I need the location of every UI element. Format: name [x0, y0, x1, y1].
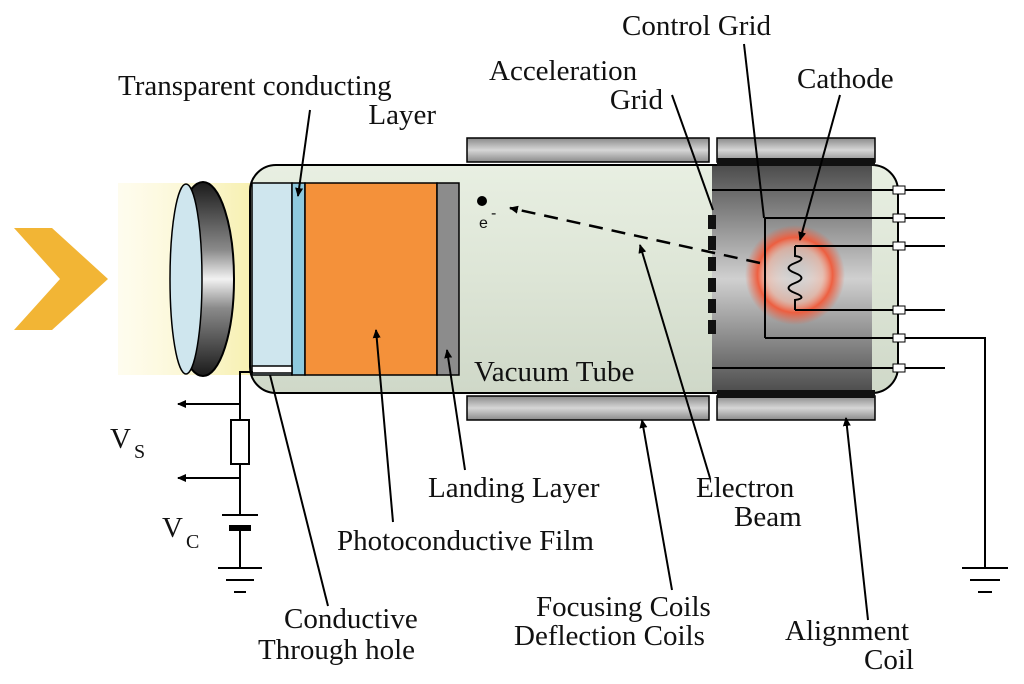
- label-vc: V: [162, 512, 183, 544]
- label-control-grid: Control Grid: [622, 10, 772, 42]
- label-acceleration-grid-1: Acceleration: [489, 55, 638, 87]
- light-direction-arrow-icon: [14, 228, 108, 330]
- conductive-through-hole: [251, 365, 293, 374]
- label-landing-layer: Landing Layer: [428, 472, 600, 504]
- photoconductive-film: [304, 182, 438, 376]
- alignment-coil-top-band: [717, 158, 875, 166]
- bias-circuit: [177, 371, 262, 593]
- electron-symbol: e: [479, 215, 488, 232]
- label-vc-subscript: C: [186, 531, 199, 553]
- label-conductive-through-hole-1: Conductive: [284, 603, 418, 635]
- label-vacuum-tube: Vacuum Tube: [474, 356, 634, 388]
- landing-layer: [436, 182, 460, 376]
- focusing-coil-top: [466, 137, 710, 163]
- label-transparent-conducting-layer-2: Layer: [368, 99, 436, 131]
- ground-symbol-right: [905, 337, 1008, 593]
- lens-face: [169, 183, 203, 375]
- label-alignment-coil-1: Alignment: [785, 615, 909, 647]
- label-electron-beam-2: Beam: [734, 501, 802, 533]
- electron-beam: [509, 205, 761, 265]
- label-focusing-coils: Focusing Coils: [536, 591, 711, 623]
- load-resistor: [230, 419, 250, 465]
- label-acceleration-grid-2: Grid: [610, 84, 664, 116]
- tube-pins: [712, 185, 945, 373]
- acceleration-grid: [708, 215, 716, 334]
- label-vs: V: [110, 423, 131, 455]
- label-transparent-conducting-layer-1: Transparent conducting: [118, 70, 392, 102]
- label-deflection-coils: Deflection Coils: [514, 620, 705, 652]
- transparent-conducting-layer: [291, 182, 306, 376]
- electron-charge: -: [491, 205, 496, 222]
- faceplate-glass: [251, 182, 293, 376]
- alignment-coil-bottom-band: [717, 390, 875, 398]
- cathode-filament: [787, 245, 945, 311]
- cathode-glow: [745, 225, 845, 325]
- focusing-coil-bottom: [466, 395, 710, 421]
- label-vs-subscript: S: [134, 441, 145, 463]
- electron-dot: [477, 196, 487, 206]
- label-conductive-through-hole-2: Through hole: [258, 634, 415, 666]
- battery-cell: [229, 525, 251, 531]
- label-electron-beam-1: Electron: [696, 472, 795, 504]
- label-photoconductive-film: Photoconductive Film: [337, 525, 594, 557]
- label-cathode: Cathode: [797, 63, 894, 95]
- alignment-coil-bottom: [716, 395, 876, 421]
- label-alignment-coil-2: Coil: [864, 644, 914, 676]
- leader-lines: [269, 43, 869, 621]
